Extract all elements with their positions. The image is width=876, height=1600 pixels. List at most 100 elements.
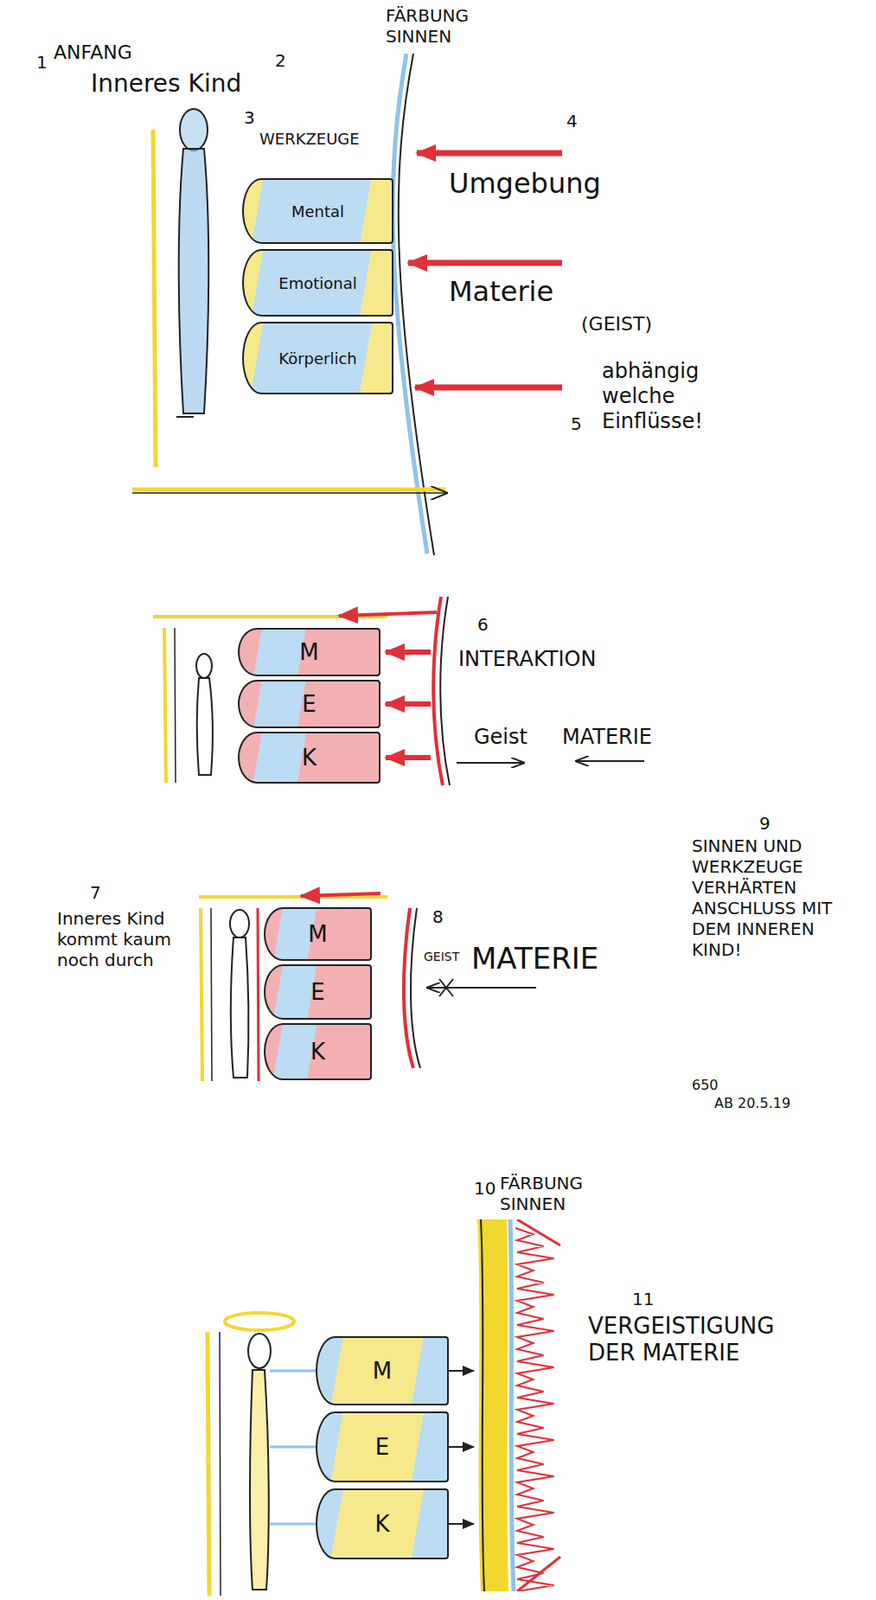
- black-line: [174, 627, 176, 783]
- red-arrow: [385, 701, 431, 707]
- senses-label: FÄRBUNG SINNEN: [385, 5, 481, 47]
- yellow-line: [200, 907, 203, 1081]
- tool-box: M: [263, 907, 372, 961]
- box-text: M: [307, 920, 327, 947]
- red-line: [257, 907, 259, 1081]
- box-text: M: [299, 639, 319, 665]
- tool-box: Mental: [242, 178, 394, 244]
- black-arrow: [456, 761, 525, 764]
- matter-label: MATERIE: [471, 940, 599, 977]
- callout-number: 8: [432, 906, 444, 928]
- red-arrow: [385, 649, 431, 655]
- note-text: abhängig welche Einflüsse!: [601, 358, 736, 434]
- figure-body: [230, 937, 249, 1078]
- band-stroke: [480, 1219, 485, 1592]
- callout-number: 4: [566, 110, 578, 132]
- callout-number: 9: [759, 812, 771, 834]
- box-text: E: [375, 1433, 390, 1460]
- figure-foot: [176, 415, 194, 418]
- tool-box: M: [237, 627, 381, 677]
- figure-body: [197, 677, 213, 775]
- callout-number: 11: [632, 1288, 654, 1310]
- yellow-line: [207, 1331, 210, 1596]
- tool-box: K: [263, 1023, 372, 1081]
- note-text: VERGEISTIGUNG DER MATERIE: [588, 1312, 813, 1367]
- tools-label: WERKZEUGE: [259, 129, 360, 149]
- cross-mark: [439, 978, 454, 997]
- senses-band: FÄRBUNG SINNEN: [473, 1219, 570, 1592]
- environment-label: Umgebung: [448, 166, 602, 200]
- arrow-connector: [448, 1369, 474, 1372]
- tool-box: K: [237, 731, 381, 784]
- callout-number: 7: [89, 882, 102, 903]
- influence-arrow: [408, 260, 563, 267]
- callout-number: 10: [473, 1177, 496, 1199]
- black-arrow: [427, 986, 537, 989]
- callout-number: 2: [274, 50, 287, 71]
- note-text: Inneres Kind kommt kaum noch durch: [57, 907, 194, 971]
- band-heading: FÄRBUNG SINNEN: [499, 1172, 604, 1215]
- arrow-connector: [448, 1522, 474, 1525]
- band-stroke: [515, 1227, 555, 1592]
- senses-arc: [398, 53, 435, 556]
- figure-head: [196, 653, 212, 678]
- section-one-sketch: [132, 53, 563, 556]
- arrow-connector: [448, 1445, 474, 1448]
- black-line: [219, 1331, 221, 1596]
- spirit-label: GEIST: [423, 949, 460, 965]
- figure-body: [249, 1369, 269, 1590]
- tool-box: E: [263, 964, 372, 1020]
- box-text: K: [310, 1038, 326, 1065]
- matter-label: MATERIE: [562, 724, 653, 750]
- section-four-sketch: [207, 1312, 316, 1596]
- band-stroke: [517, 1219, 561, 1592]
- box-text: E: [301, 690, 316, 717]
- callout-number: 6: [477, 613, 489, 635]
- yellow-arrow: [132, 487, 446, 493]
- box-text: M: [372, 1357, 392, 1384]
- spirit-label: Geist: [473, 724, 528, 750]
- figure-body: [179, 148, 210, 414]
- box-text: Mental: [291, 202, 345, 221]
- box-text: E: [310, 978, 325, 1005]
- callout-number: 1: [36, 51, 48, 73]
- red-curve: [403, 907, 414, 1068]
- red-arrow: [385, 754, 431, 761]
- note-text: SINNEN UND WERKZEUGE VERHÄRTEN ANSCHLUSS…: [691, 835, 848, 960]
- callout-number: 5: [570, 413, 582, 435]
- band-stroke: [477, 1219, 509, 1592]
- section-two-sketch: [153, 596, 645, 786]
- tool-box: E: [315, 1411, 449, 1483]
- box-text: Körperlich: [278, 349, 358, 368]
- tool-box: M: [315, 1336, 449, 1406]
- section-three-sketch: [198, 893, 537, 1081]
- callout-number: 3: [243, 107, 256, 128]
- black-curve: [410, 907, 421, 1068]
- influence-arrow: [415, 384, 563, 391]
- figure-head: [179, 108, 208, 151]
- tool-box: Körperlich: [242, 321, 394, 395]
- figure-head: [248, 1333, 271, 1369]
- yellow-line: [164, 627, 167, 783]
- tool-box: Emotional: [242, 249, 394, 317]
- interaction-label: INTERAKTION: [458, 646, 596, 672]
- yellow-line: [153, 129, 156, 467]
- blue-lines: [269, 1370, 316, 1524]
- tool-box: E: [237, 679, 381, 729]
- tool-box: K: [315, 1488, 449, 1560]
- signature-note: 650: [691, 1076, 719, 1094]
- band-stroke: [510, 1219, 514, 1592]
- box-text: Emotional: [278, 274, 357, 293]
- red-curve: [433, 596, 443, 786]
- date-note: AB 20.5.19: [714, 1094, 791, 1112]
- box-text: K: [301, 744, 317, 771]
- yellow-arrow-line: [132, 492, 448, 494]
- red-arrow: [338, 612, 437, 616]
- spirit-label: (GEIST): [581, 313, 653, 336]
- heading-note: ANFANG: [53, 41, 133, 64]
- red-arrow: [300, 893, 381, 896]
- matter-label: Materie: [448, 274, 554, 308]
- figure-head: [230, 909, 250, 938]
- figure-label: Inneres Kind: [90, 69, 242, 99]
